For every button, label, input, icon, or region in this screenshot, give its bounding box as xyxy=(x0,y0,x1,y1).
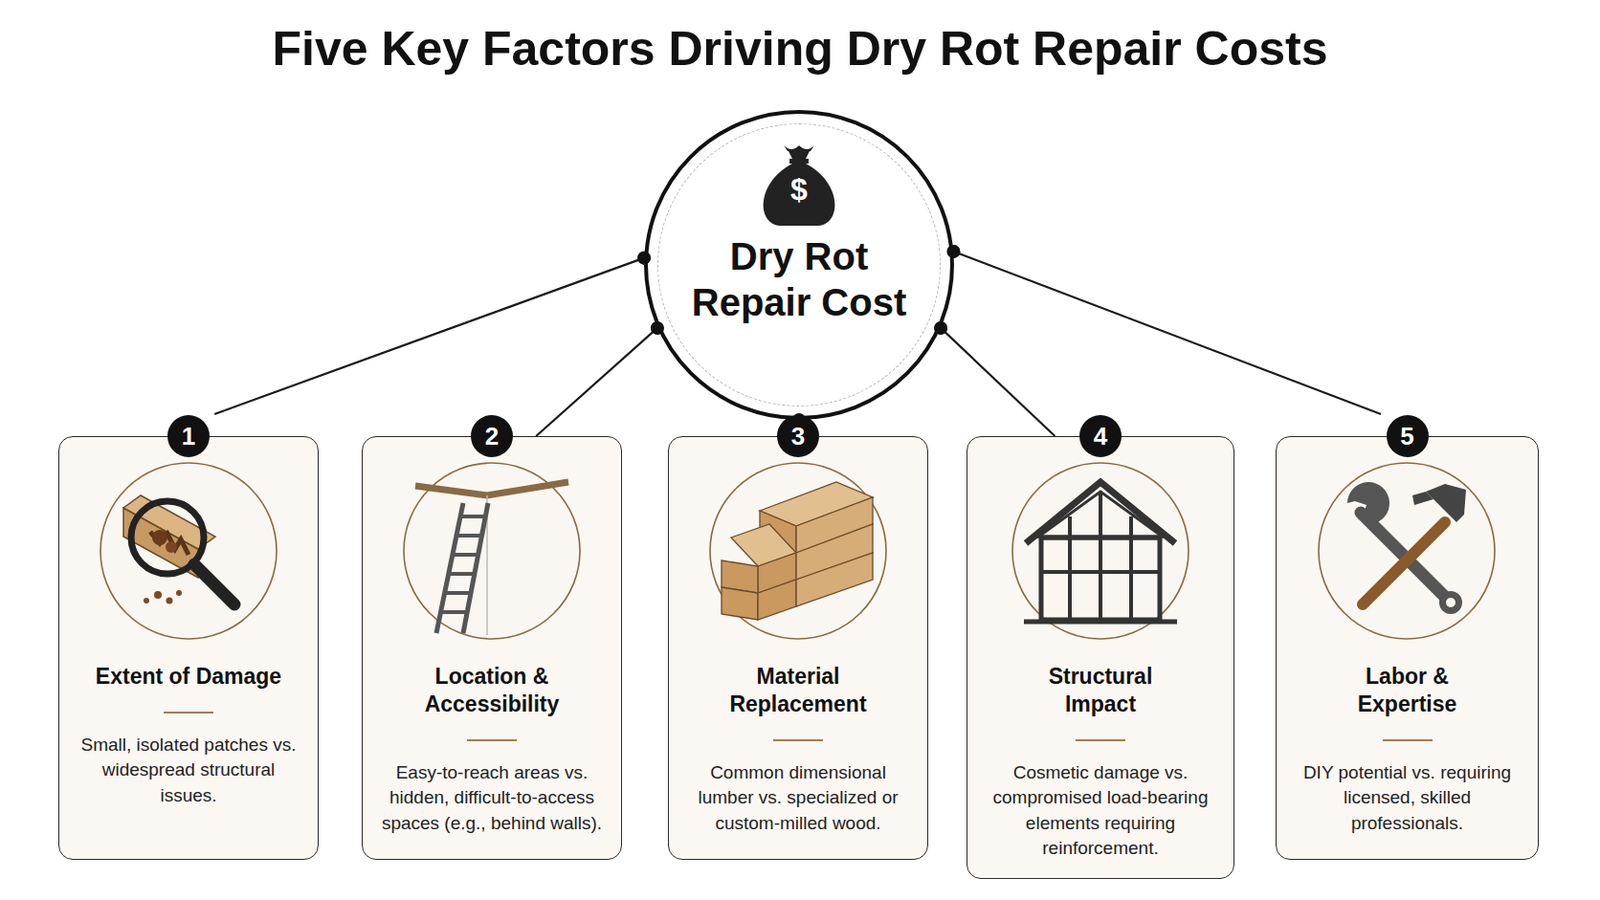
connector-dot xyxy=(650,321,665,335)
factor-card: Labor & ExpertiseDIY potential vs. requi… xyxy=(1275,436,1539,861)
factor-card: Extent of DamageSmall, isolated patches … xyxy=(58,436,319,861)
node-description: Easy-to-reach areas vs. hidden, difficul… xyxy=(378,760,605,838)
connector-dot xyxy=(637,251,651,266)
factor-card: Structural ImpactCosmetic damage vs. com… xyxy=(966,436,1235,880)
factor-card: Material ReplacementCommon dimensional l… xyxy=(667,436,929,861)
callout-number: 2 xyxy=(470,415,513,458)
node-description: Cosmetic damage vs. compromised load-bea… xyxy=(982,760,1219,863)
node-description: Common dimensional lumber vs. specialize… xyxy=(689,760,907,838)
diagram-title: Five Key Factors Driving Dry Rot Repair … xyxy=(0,21,1600,77)
node-heading: Material Replacement xyxy=(702,663,894,742)
hub-circle: Dry Rot Repair Cost xyxy=(644,110,955,421)
connector-line xyxy=(953,251,1381,415)
factor-card: Location & AccessibilityEasy-to-reach ar… xyxy=(361,436,623,861)
connector-line xyxy=(940,328,1055,437)
node-heading: Dry Rot Repair Cost xyxy=(674,233,924,326)
node-description: Small, isolated patches vs. widespread s… xyxy=(80,733,297,810)
connector-dot xyxy=(792,413,806,427)
connector-line xyxy=(214,258,645,415)
connector-dot xyxy=(946,244,960,259)
callout-number: 4 xyxy=(1079,415,1122,458)
node-heading: Location & Accessibility xyxy=(400,663,583,742)
callout-number: 3 xyxy=(777,415,820,458)
node-heading: Labor & Expertise xyxy=(1321,663,1494,742)
node-description: DIY potential vs. requiring licensed, sk… xyxy=(1299,760,1516,838)
currency-symbol: $ xyxy=(784,173,814,206)
callout-number: 1 xyxy=(167,415,210,458)
connector-dot xyxy=(933,321,948,335)
node-heading: Structural Impact xyxy=(1014,663,1187,742)
node-heading: Extent of Damage xyxy=(73,663,304,714)
callout-number: 5 xyxy=(1386,415,1429,458)
connector-line xyxy=(535,328,658,437)
